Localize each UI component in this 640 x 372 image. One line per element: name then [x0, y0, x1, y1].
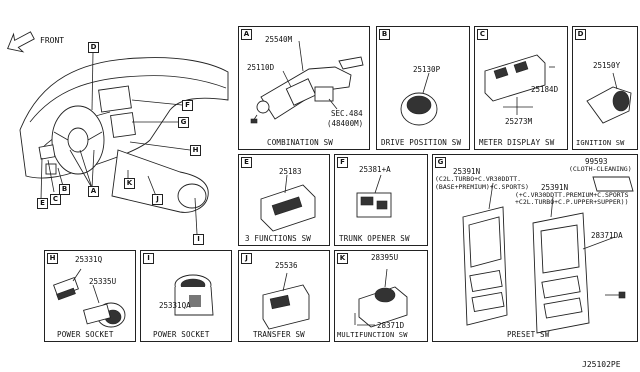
- panel-letter: H: [47, 253, 58, 264]
- panel-letter: C: [477, 29, 488, 40]
- panel-letter: F: [337, 157, 348, 168]
- callout-k: K: [124, 178, 135, 189]
- panel-caption: PRESET SW: [507, 330, 550, 339]
- panel-letter: K: [337, 253, 348, 264]
- multifunction-switch-illustration: [354, 268, 408, 328]
- part-number: (+C.VR30DDTT.PREMIUM+C.SPORTS: [515, 191, 629, 199]
- panel-trunk-opener-sw: F 25381+A TRUNK OPENER SW: [334, 154, 428, 246]
- panel-power-socket-h: H 25331Q 25335U POWER SOCKET: [44, 250, 136, 342]
- panel-caption: TRUNK OPENER SW: [339, 234, 410, 243]
- part-number: 25273M: [505, 117, 533, 126]
- three-functions-switch-illustration: [260, 174, 316, 232]
- panel-power-socket-i: I 25331QA POWER SOCKET: [140, 250, 232, 342]
- panel-caption: 3 FUNCTIONS SW: [245, 234, 312, 243]
- panel-caption: POWER SOCKET: [57, 330, 114, 339]
- power-socket-i-illustration: [174, 274, 214, 316]
- panel-ignition-sw: D 25150Y IGNITION SW: [572, 26, 638, 150]
- power-socket-illustration: [53, 268, 126, 328]
- callout-j: J: [152, 194, 163, 205]
- part-number: 25391N: [453, 167, 481, 176]
- part-number: (BASE+PREMIUM)+C.SPORTS): [435, 183, 529, 191]
- callout-h: H: [190, 145, 201, 156]
- panel-multifunction-sw: K 28395U 28371D MULTIFUNCTION SW: [334, 250, 428, 342]
- panel-letter: D: [575, 29, 586, 40]
- part-number: 25150Y: [593, 61, 621, 70]
- panel-caption: IGNITION SW: [576, 139, 625, 147]
- panel-transfer-sw: J 25536 TRANSFER SW: [238, 250, 330, 342]
- preset-switch-illustration: [462, 176, 634, 334]
- panel-letter: B: [379, 29, 390, 40]
- panel-caption: METER DISPLAY SW: [479, 138, 555, 147]
- callout-d: D: [88, 42, 99, 53]
- callout-e: E: [37, 198, 48, 209]
- part-number: 25110D: [247, 63, 275, 72]
- trunk-opener-switch-illustration: [356, 174, 392, 218]
- part-number: 25391N: [541, 183, 569, 192]
- part-number: 28371D: [377, 321, 405, 330]
- part-number: 25381+A: [359, 165, 391, 174]
- panel-letter: E: [241, 157, 252, 168]
- panel-combination-sw: A 25540M 25110D SEC.484 (48400M) COMBINA…: [238, 26, 370, 150]
- part-number: (CLOTH-CLEANING): [569, 165, 632, 173]
- panel-letter: J: [241, 253, 252, 264]
- panel-letter: I: [143, 253, 154, 264]
- callout-g: G: [178, 117, 189, 128]
- diagram-id: J25102PE: [582, 360, 621, 369]
- ignition-switch-illustration: [586, 72, 632, 124]
- part-number: (C2L.TURBO+C.VR30DDTT.: [435, 175, 522, 183]
- panel-meter-display-sw: C 25184D 25273M METER DISPLAY SW: [474, 26, 568, 150]
- part-number: 25183: [279, 167, 302, 176]
- callout-c: C: [50, 194, 61, 205]
- panel-preset-sw: G 99593 (CLOTH-CLEANING) 25391N (C2L.TUR…: [432, 154, 638, 342]
- transfer-switch-illustration: [262, 272, 310, 330]
- dashboard-illustration: [7, 31, 229, 235]
- meter-display-switch-illustration: [484, 54, 555, 115]
- panel-caption: DRIVE POSITION SW: [381, 138, 462, 147]
- part-number: 25184D: [531, 85, 559, 94]
- panel-caption: MULTIFUNCTION SW: [337, 331, 408, 339]
- part-number: 25536: [275, 261, 298, 270]
- dashboard-overview: FRONT D F G H A B C E K J I: [0, 0, 232, 245]
- front-label: FRONT: [40, 36, 65, 45]
- part-number: 99593: [585, 157, 608, 166]
- part-number: (48400M): [327, 119, 364, 128]
- callout-i: I: [193, 234, 204, 245]
- combination-switch-illustration: [250, 40, 364, 124]
- callout-b: B: [59, 184, 70, 195]
- panel-caption: POWER SOCKET: [153, 330, 210, 339]
- part-number: 25130P: [413, 65, 441, 74]
- panel-drive-position-sw: B 25130P DRIVE POSITION SW: [376, 26, 470, 150]
- part-number: 28371DA: [591, 231, 623, 240]
- callout-a: A: [88, 186, 99, 197]
- drive-position-switch-illustration: [400, 72, 438, 126]
- part-number: SEC.484: [331, 109, 363, 118]
- panel-3-functions-sw: E 25183 3 FUNCTIONS SW: [238, 154, 330, 246]
- callout-f: F: [182, 100, 193, 111]
- panel-caption: TRANSFER SW: [253, 330, 305, 339]
- panel-letter: A: [241, 29, 252, 40]
- part-number: 25331QA: [159, 301, 191, 310]
- panel-letter: G: [435, 157, 446, 168]
- panel-caption: COMBINATION SW: [267, 138, 334, 147]
- part-number: +C2L.TURBO+C.P.UPPER+SUPPER)): [515, 198, 629, 206]
- part-number: 25540M: [265, 35, 293, 44]
- part-number: 25335U: [89, 277, 117, 286]
- part-number: 25331Q: [75, 255, 103, 264]
- part-number: 28395U: [371, 253, 399, 262]
